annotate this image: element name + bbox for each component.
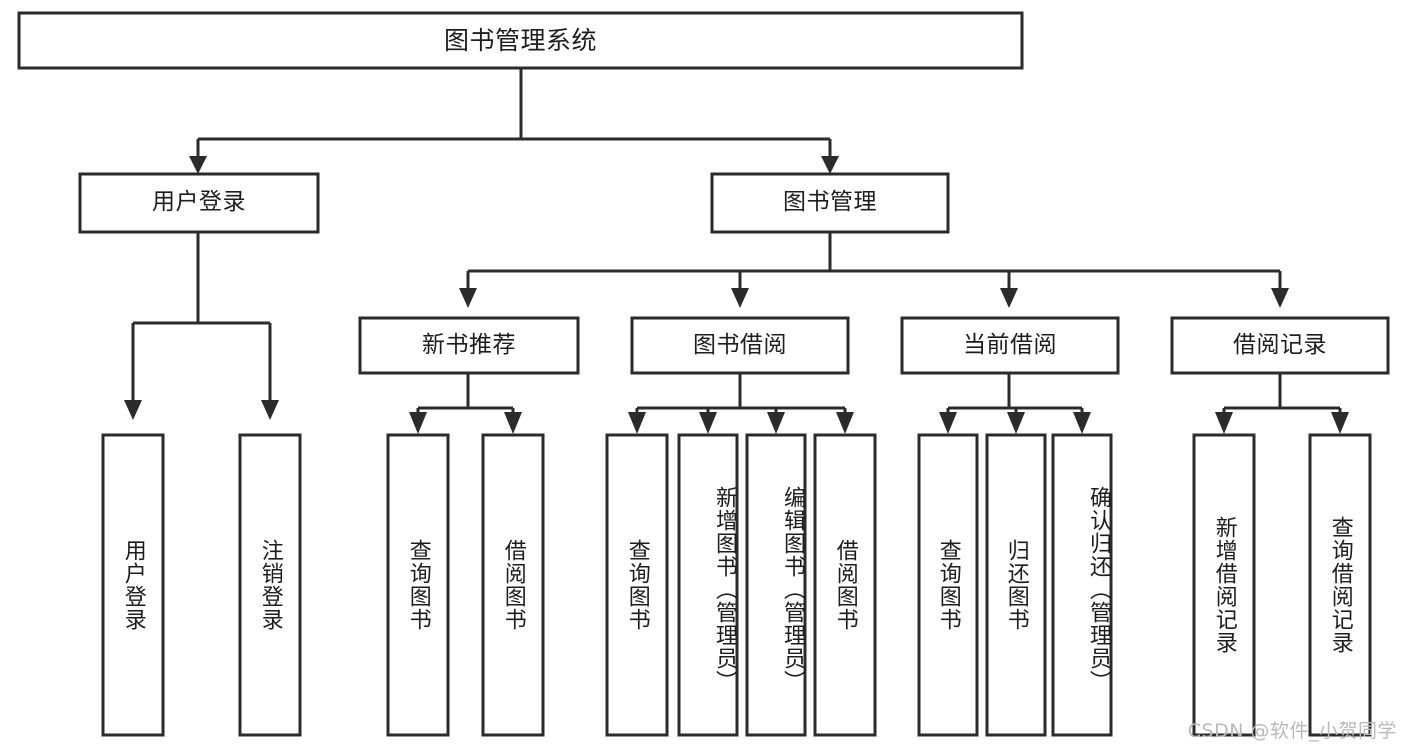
node-box-leaf-user-login[interactable] [101, 433, 165, 737]
arrow-head-bb-3 [767, 412, 785, 434]
node-box-new-book[interactable] [358, 316, 580, 375]
arrow-head-book-manage [821, 156, 839, 174]
arrow-head-br-2 [1331, 412, 1349, 434]
csdn-watermark: CSDN @软件_小贺同学 [1187, 720, 1397, 742]
node-box-leaf-nb-query-book[interactable] [386, 433, 450, 737]
arrow-head-nb-1 [409, 412, 427, 434]
arrow-head-current-borrow [1000, 288, 1018, 308]
arrow-head-bb-2 [699, 412, 717, 434]
node-box-root[interactable] [17, 11, 1024, 70]
arrow-head-bb-1 [628, 412, 646, 434]
node-box-leaf-bb-borrow-book[interactable] [813, 433, 877, 737]
arrow-head-leaf-logout [261, 400, 279, 420]
node-box-book-manage[interactable] [710, 172, 950, 234]
node-box-borrow-record[interactable] [1170, 316, 1390, 375]
node-box-book-borrow[interactable] [630, 316, 850, 375]
node-box-leaf-logout[interactable] [238, 433, 302, 737]
arrow-head-cb-2 [1007, 412, 1025, 434]
node-box-leaf-bb-query-book[interactable] [605, 433, 669, 737]
node-box-leaf-cb-return-book[interactable] [985, 433, 1047, 737]
arrow-head-leaf-user-login [124, 400, 142, 420]
node-box-current-borrow[interactable] [900, 316, 1120, 375]
arrow-head-cb-3 [1073, 412, 1091, 434]
arrow-head-cb-1 [939, 412, 957, 434]
arrow-head-new-book [459, 288, 477, 308]
arrow-head-user-login [189, 156, 207, 174]
node-box-user-login[interactable] [78, 172, 320, 234]
arrow-head-book-borrow [731, 288, 749, 308]
arrow-head-borrow-record [1271, 288, 1289, 308]
node-box-leaf-cb-confirm-return[interactable] [1051, 433, 1113, 737]
node-box-leaf-br-query-record[interactable] [1308, 433, 1372, 737]
node-box-leaf-cb-query-book[interactable] [917, 433, 979, 737]
node-box-leaf-nb-borrow-book[interactable] [481, 433, 545, 737]
arrow-head-br-1 [1215, 412, 1233, 434]
node-box-leaf-br-add-record[interactable] [1192, 433, 1256, 737]
arrow-head-bb-4 [836, 412, 854, 434]
node-box-leaf-bb-add-book[interactable] [677, 433, 739, 737]
arrow-head-nb-2 [504, 412, 522, 434]
node-box-leaf-bb-edit-book[interactable] [745, 433, 807, 737]
